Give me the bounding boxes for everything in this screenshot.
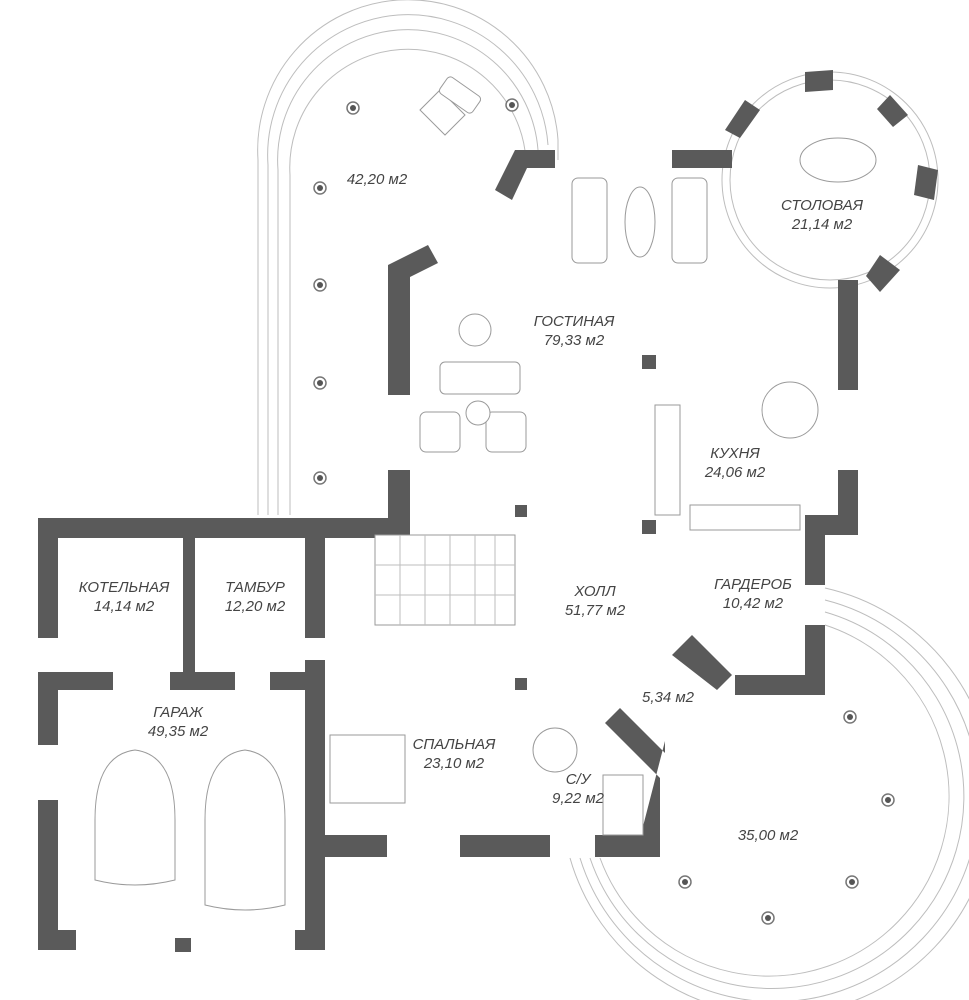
- room-area: 9,22 м2: [552, 790, 604, 807]
- terrace-bottom-outline: [569, 587, 969, 1000]
- room-area: 5,34 м2: [642, 689, 694, 706]
- staircase: [374, 534, 516, 626]
- room-name: ХОЛЛ: [574, 583, 616, 600]
- room-area: 42,20 м2: [346, 171, 408, 188]
- room-area: 23,10 м2: [423, 755, 485, 772]
- room-name: КОТЕЛЬНАЯ: [78, 579, 170, 596]
- room-area: 49,35 м2: [147, 723, 209, 740]
- room-label-terrace-bottom: 35,00 м2: [738, 826, 798, 845]
- room-area: 12,20 м2: [224, 598, 286, 615]
- room-label-kitchen: КУХНЯ 24,06 м2: [705, 444, 765, 482]
- room-name: ГАРДЕРОБ: [714, 576, 792, 593]
- room-label-entry: 5,34 м2: [642, 688, 694, 707]
- room-area: 51,77 м2: [564, 602, 626, 619]
- room-label-bedroom: СПАЛЬНАЯ 23,10 м2: [413, 735, 496, 773]
- room-name: КУХНЯ: [710, 445, 760, 462]
- room-area: 10,42 м2: [722, 595, 784, 612]
- room-label-boiler: КОТЕЛЬНАЯ 14,14 м2: [79, 578, 170, 616]
- furniture: [94, 76, 819, 911]
- walls: [38, 150, 858, 952]
- room-name: С/У: [565, 771, 591, 788]
- room-name: СТОЛОВАЯ: [780, 197, 864, 214]
- room-label-living: ГОСТИНАЯ 79,33 м2: [534, 312, 615, 350]
- room-label-hall: ХОЛЛ 51,77 м2: [565, 582, 625, 620]
- room-label-garage: ГАРАЖ 49,35 м2: [148, 703, 208, 741]
- room-area: 21,14 м2: [791, 216, 853, 233]
- room-name: ГОСТИНАЯ: [533, 313, 615, 330]
- room-area: 79,33 м2: [543, 332, 605, 349]
- room-area: 14,14 м2: [93, 598, 155, 615]
- room-name: ТАМБУР: [225, 579, 285, 596]
- room-area: 24,06 м2: [704, 464, 766, 481]
- dining-rotunda: [721, 70, 939, 292]
- room-label-terrace-top: 42,20 м2: [347, 170, 407, 189]
- room-label-wardrobe: ГАРДЕРОБ 10,42 м2: [714, 575, 792, 613]
- room-label-vestibule: ТАМБУР 12,20 м2: [225, 578, 285, 616]
- room-area: 35,00 м2: [737, 827, 799, 844]
- room-name: СПАЛЬНАЯ: [412, 736, 496, 753]
- terrace-top-columns: [313, 98, 519, 485]
- room-name: ГАРАЖ: [153, 704, 203, 721]
- room-label-dining: СТОЛОВАЯ 21,14 м2: [781, 196, 863, 234]
- room-label-bathroom: С/У 9,22 м2: [552, 770, 604, 808]
